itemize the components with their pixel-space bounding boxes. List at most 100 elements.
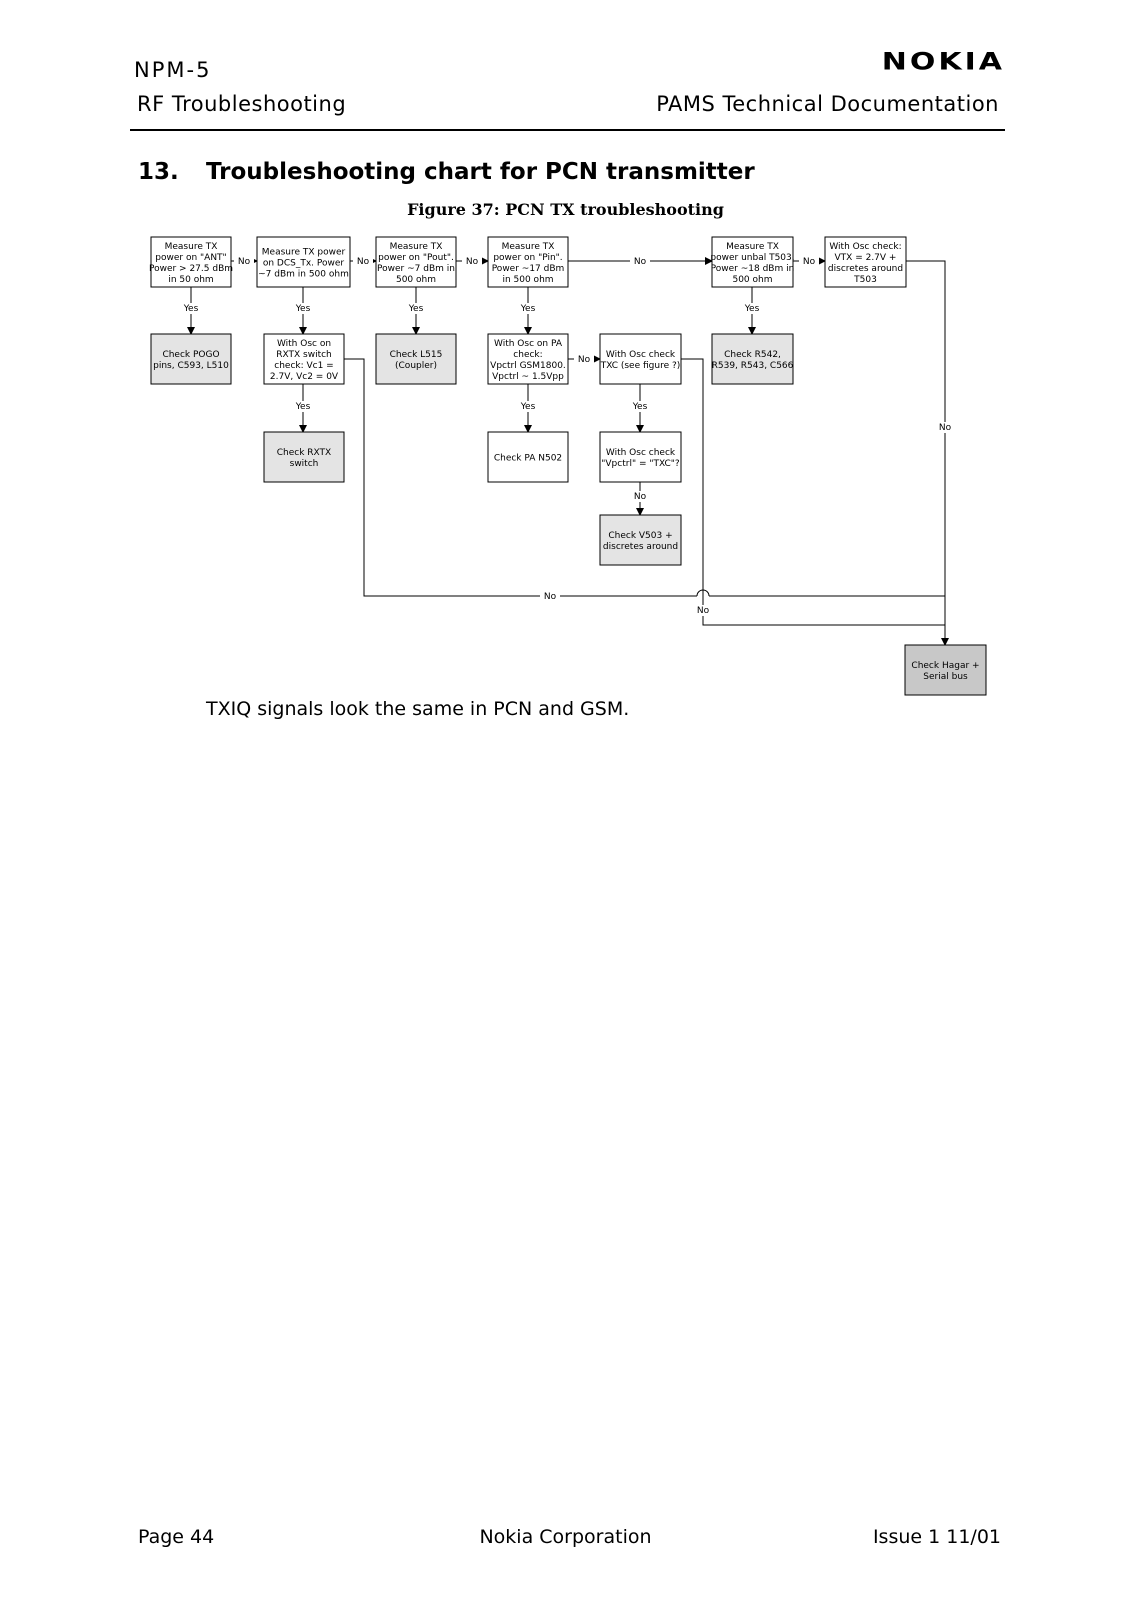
edge-label-yes: Yes bbox=[183, 304, 199, 314]
edge-label-bg bbox=[293, 401, 313, 412]
edge-label-bg bbox=[353, 256, 373, 267]
edge-label-yes: Yes bbox=[520, 402, 536, 412]
edge-label-bg bbox=[630, 491, 650, 502]
edge-label-no: No bbox=[634, 257, 647, 267]
flow-node-text: 500 ohm bbox=[732, 275, 772, 285]
edge-label-bg bbox=[462, 256, 482, 267]
edge-label-no: No bbox=[803, 257, 816, 267]
copyright-text: Nokia Corporation bbox=[479, 1526, 652, 1548]
section-heading: 13. Troubleshooting chart for PCN transmi… bbox=[138, 159, 755, 185]
check-v503-box: Check V503 +discretes around bbox=[599, 514, 682, 566]
flow-node-text: "Vpctrl" = "TXC"? bbox=[601, 459, 680, 469]
flow-node-text: With Osc on bbox=[277, 339, 331, 349]
flow-node-rect bbox=[487, 431, 569, 483]
header-rule bbox=[130, 129, 1005, 131]
edge-label-no: No bbox=[357, 257, 370, 267]
flow-node-rect bbox=[599, 514, 682, 566]
flow-connector bbox=[681, 358, 945, 626]
flow-node-rect bbox=[487, 236, 569, 288]
section-number: 13. bbox=[138, 159, 179, 185]
nokia-logo: NOKIA bbox=[881, 48, 1005, 76]
edge-label-bg bbox=[181, 303, 201, 314]
edge-label-no: No bbox=[544, 592, 557, 602]
flow-node-text: Power ~17 dBm bbox=[492, 264, 565, 274]
flow-node-text: discretes around bbox=[828, 264, 903, 274]
flow-node-text: 500 ohm bbox=[396, 275, 436, 285]
flow-node-text: Measure TX power bbox=[262, 248, 346, 258]
doc-id: NPM-5 bbox=[134, 58, 212, 82]
edge-label-no: No bbox=[466, 257, 479, 267]
flow-node-text: on DCS_Tx. Power bbox=[263, 259, 345, 269]
flow-node-text: With Osc check: bbox=[829, 242, 901, 252]
section-title: Troubleshooting chart for PCN transmitte… bbox=[206, 159, 755, 185]
edge-label-bg bbox=[293, 303, 313, 314]
flow-node-text: Power > 27.5 dBm bbox=[149, 264, 233, 274]
flow-node-text: Vpctrl ~ 1.5Vpp bbox=[492, 372, 564, 382]
flow-node-text: discretes around bbox=[603, 542, 678, 552]
edge-label-no: No bbox=[939, 423, 952, 433]
flow-node-text: check: Vc1 = bbox=[274, 361, 333, 371]
flow-node-text: Power ~18 dBm in bbox=[711, 264, 795, 274]
footer-copyright: Nokia Corporation bbox=[0, 1526, 1131, 1548]
flow-node-text: power on "Pout". bbox=[378, 253, 454, 263]
flow-node-text: With Osc on PA bbox=[494, 339, 563, 349]
edge-label-yes: Yes bbox=[295, 402, 311, 412]
flow-node-text: Check R542, bbox=[724, 350, 781, 360]
flow-node-text: check: bbox=[513, 350, 542, 360]
edge-label-bg bbox=[742, 303, 762, 314]
edge-label-bg bbox=[693, 605, 713, 616]
edge-label-no: No bbox=[634, 492, 647, 502]
flow-node-rect bbox=[904, 644, 987, 696]
header-section-name: RF Troubleshooting bbox=[137, 92, 347, 116]
flow-node-text: Vpctrl GSM1800. bbox=[490, 361, 566, 371]
edge-label-bg bbox=[234, 256, 254, 267]
flow-node-text: Measure TX bbox=[165, 242, 218, 252]
flow-node-rect bbox=[256, 236, 351, 288]
flow-node-text: T503 bbox=[853, 275, 877, 285]
flow-node-text: VTX = 2.7V + bbox=[835, 253, 897, 263]
check-pa-box: Check PA N502 bbox=[487, 431, 569, 483]
flow-node-text: power on "ANT" bbox=[155, 253, 226, 263]
flow-node-text: switch bbox=[290, 459, 319, 469]
flow-node-rect bbox=[711, 236, 794, 288]
edge-label-bg bbox=[630, 256, 650, 267]
flow-node-rect bbox=[824, 236, 907, 288]
flow-node-rect bbox=[150, 236, 232, 288]
flow-node-text: in 500 ohm bbox=[502, 275, 553, 285]
flow-node-rect bbox=[263, 333, 345, 385]
flow-node-text: Check V503 + bbox=[608, 531, 672, 541]
flow-node-text: Measure TX bbox=[726, 242, 779, 252]
edge-label-bg bbox=[518, 401, 538, 412]
flow-node-rect bbox=[599, 333, 682, 385]
flow-node-text: in 50 ohm bbox=[168, 275, 213, 285]
edge-label-bg bbox=[518, 303, 538, 314]
page-number: Page 44 bbox=[138, 1526, 215, 1548]
body-note: TXIQ signals look the same in PCN and GS… bbox=[206, 698, 630, 720]
vpctrl-txc-check-box: With Osc check"Vpctrl" = "TXC"? bbox=[599, 431, 682, 483]
edge-label-no: No bbox=[697, 606, 710, 616]
flow-node-rect bbox=[599, 431, 682, 483]
edge-label-bg bbox=[799, 256, 819, 267]
flow-node-text: Check POGO bbox=[162, 350, 219, 360]
flow-node-rect bbox=[263, 431, 345, 483]
flow-node-rect bbox=[150, 333, 232, 385]
check-r542-box: Check R542,R539, R543, C566 bbox=[711, 333, 794, 385]
flow-node-text: With Osc check bbox=[606, 350, 676, 360]
flow-node-text: power unbal T503. bbox=[710, 253, 794, 263]
flow-node-text: With Osc check bbox=[606, 448, 676, 458]
flow-node-text: Check RXTX bbox=[277, 448, 331, 458]
doc-series: PAMS Technical Documentation bbox=[656, 92, 999, 116]
flow-node-rect bbox=[711, 333, 794, 385]
flow-node-text: Check L515 bbox=[390, 350, 443, 360]
edge-label-bg bbox=[406, 303, 426, 314]
flow-node-text: Measure TX bbox=[390, 242, 443, 252]
flow-node-text: ~7 dBm in 500 ohm bbox=[258, 270, 349, 280]
edge-label-bg bbox=[540, 591, 560, 602]
